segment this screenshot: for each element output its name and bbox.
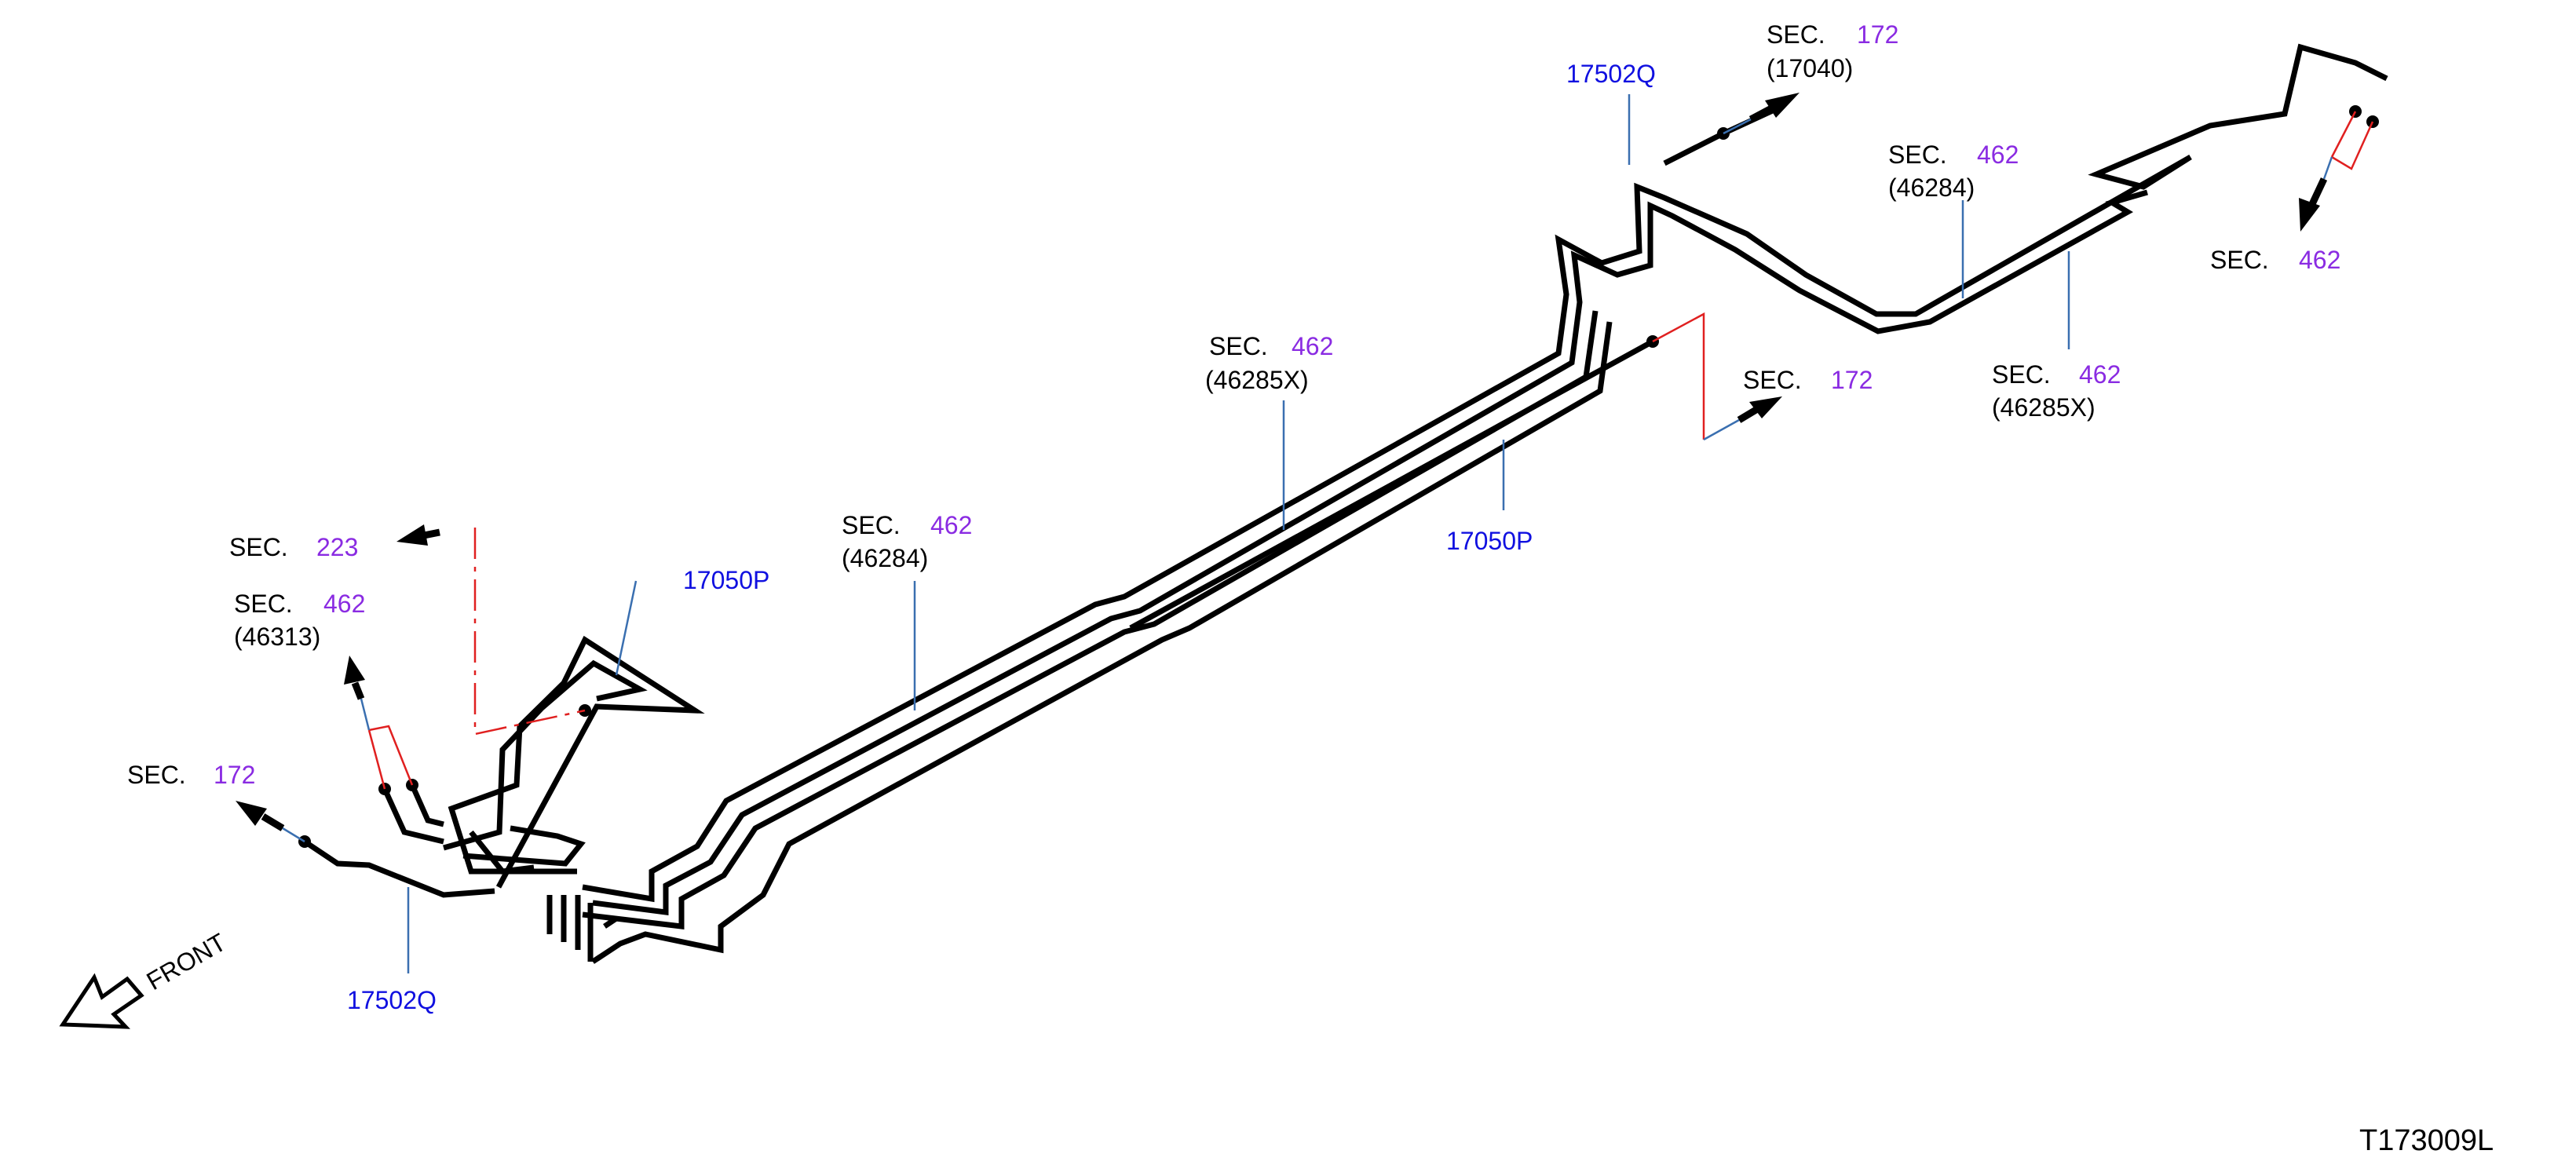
part-code-label: T173009L — [2359, 1124, 2494, 1157]
front-arrow-icon — [59, 973, 144, 1029]
sec-number-mid-172: 172 — [1831, 366, 1873, 394]
sec-ref-right-46284: (46284) — [1888, 173, 1975, 202]
sec-number-mid-462: 462 — [1292, 332, 1333, 360]
sec-ref-left-46284: (46284) — [842, 544, 928, 572]
sec-label-mid-462: SEC. — [1209, 332, 1268, 360]
part-number-17050p-left: 17050P — [683, 566, 769, 594]
sec-ref-46313: (46313) — [234, 623, 320, 651]
sec-label-left-462: SEC. — [842, 511, 901, 539]
sec-number-left-172: 172 — [214, 761, 255, 789]
sec-label-462-46313: SEC. — [234, 590, 293, 618]
sec-number-right-b-462: 462 — [2079, 360, 2121, 389]
sec-number-223: 223 — [316, 533, 358, 561]
sec-ref-mid-46285x: (46285X) — [1205, 366, 1309, 394]
sec-label-far-right-462: SEC. — [2210, 246, 2269, 274]
section-arrows — [236, 93, 2328, 831]
sec-label-right-462: SEC. — [1888, 141, 1947, 169]
sec-label-223: SEC. — [229, 533, 288, 561]
leader-lines — [282, 94, 2333, 973]
part-number-17050p-mid: 17050P — [1446, 527, 1533, 555]
sec-number-left-462: 462 — [930, 511, 972, 539]
sec-number-far-right-462: 462 — [2299, 246, 2340, 274]
hidden-connector-lines — [367, 111, 2374, 790]
part-number-17502q-bottom: 17502Q — [347, 986, 437, 1014]
sec-ref-17040: (17040) — [1767, 54, 1853, 82]
sec-label-right-b-462: SEC. — [1992, 360, 2051, 389]
sec-label-mid-172: SEC. — [1743, 366, 1802, 394]
sec-ref-right-46285x: (46285X) — [1992, 393, 2096, 422]
part-number-17502q-top: 17502Q — [1566, 60, 1656, 88]
sec-number-top-172: 172 — [1857, 20, 1898, 49]
fuel-tube-bundle — [303, 43, 2388, 964]
front-label: FRONT — [142, 928, 231, 995]
sec-label-left-172: SEC. — [127, 761, 186, 789]
sec-label-top-172: SEC. — [1767, 20, 1825, 49]
sec-number-462-46313: 462 — [323, 590, 365, 618]
sec-number-right-462: 462 — [1977, 141, 2019, 169]
